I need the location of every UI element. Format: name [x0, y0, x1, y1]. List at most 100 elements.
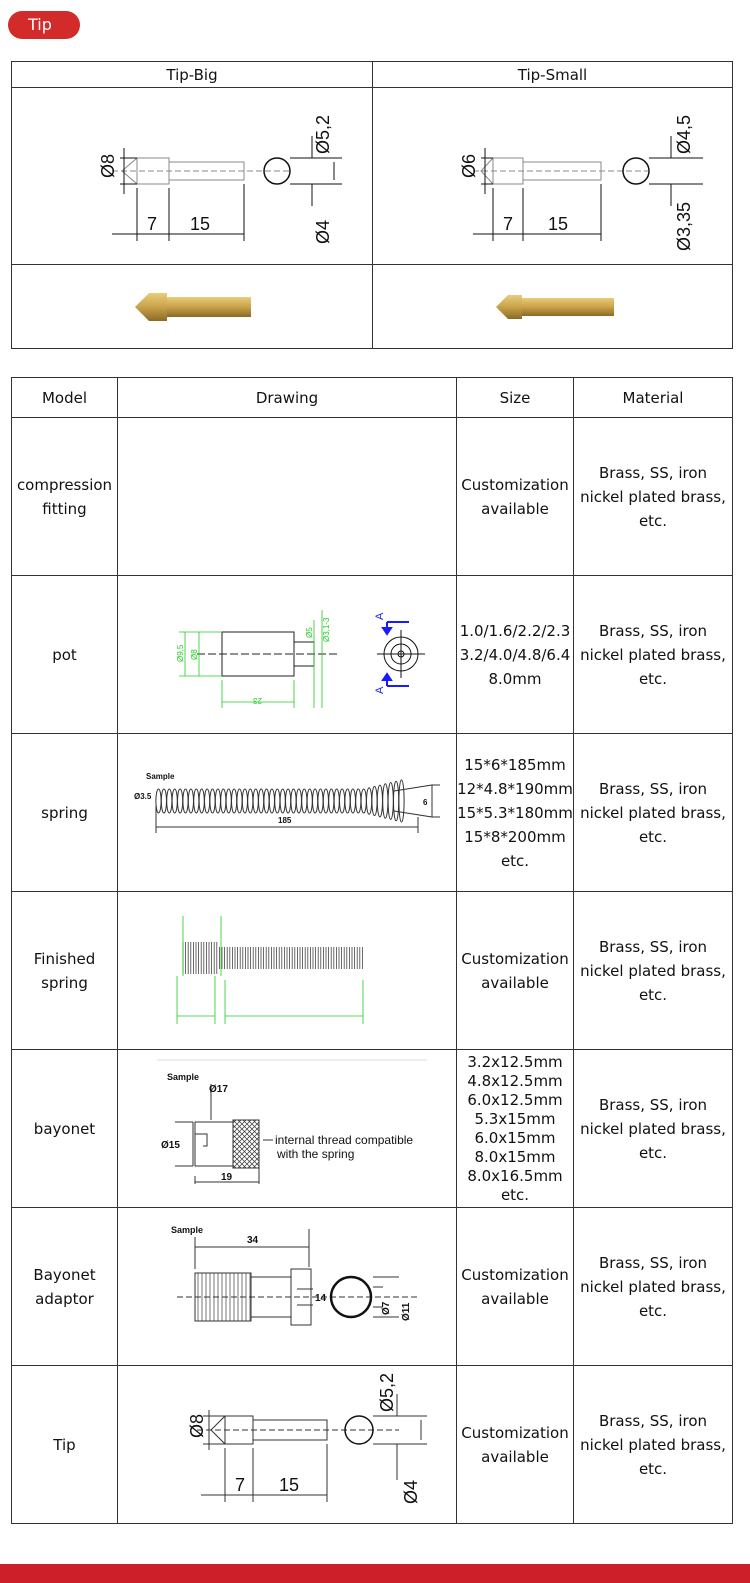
bayonet-note-1: internal thread compatible	[275, 1133, 413, 1147]
size-line: Customization	[461, 1265, 569, 1284]
size-line: 1.0/1.6/2.2/2.3	[459, 621, 571, 640]
size-line: 3.2x12.5mm	[467, 1052, 563, 1071]
size-line: 12*4.8*190mm	[457, 779, 573, 798]
spring-dim-len: 185	[278, 816, 292, 825]
tip-dim-len-a: 7	[235, 1475, 245, 1495]
model-cell: pot	[11, 575, 118, 734]
tip-small-drawing: Ø6 7 15 Ø4,5 Ø3,35	[372, 87, 733, 265]
table-row: pot Ø9,5 Ø8 Ø5	[11, 575, 733, 734]
size-cell: 1.0/1.6/2.2/2.3 3.2/4.0/4.8/6.4 8.0mm	[456, 575, 574, 734]
size-line: Customization	[461, 1423, 569, 1442]
material-cell: Brass, SS, iron nickel plated brass, etc…	[573, 733, 733, 892]
section-tag-tip: Tip	[8, 11, 80, 39]
size-line: 6.0x15mm	[474, 1128, 556, 1147]
material-line: nickel plated brass,	[580, 487, 726, 506]
table-row: compression fitting Customization availa…	[11, 417, 733, 576]
tip-dimensions-table: Tip-Big Tip-Small	[11, 61, 733, 349]
material-line: nickel plated brass,	[580, 1119, 726, 1138]
bayonet-dim-17: Ø17	[209, 1084, 228, 1095]
size-line: available	[481, 1289, 549, 1308]
spring-dim-big: 6	[423, 798, 428, 807]
column-header-tip-small: Tip-Small	[372, 61, 733, 88]
material-cell: Brass, SS, iron nickel plated brass, etc…	[573, 1207, 733, 1366]
dim-big-tip-dia: Ø4	[313, 220, 333, 244]
material-line: nickel plated brass,	[580, 1277, 726, 1296]
tip-dim-body: Ø8	[187, 1413, 207, 1437]
table-row: Finished spring Customization available …	[11, 891, 733, 1050]
size-line: available	[481, 1447, 549, 1466]
table-row: Tip Ø8 7 15	[11, 1365, 733, 1524]
size-cell: Customization available	[456, 1207, 574, 1366]
pot-dim-d2: Ø8	[190, 648, 199, 659]
model-cell: spring	[11, 733, 118, 892]
dim-big-len-a: 7	[147, 214, 157, 234]
dim-big-hole-dia: Ø5,2	[313, 115, 333, 154]
model-cell: compression fitting	[11, 417, 118, 576]
size-line: available	[481, 973, 549, 992]
material-cell: Brass, SS, iron nickel plated brass, etc…	[573, 417, 733, 576]
bayonet-drawing: Sample Ø17 Ø15	[117, 1049, 457, 1208]
material-line: nickel plated brass,	[580, 1435, 726, 1454]
dim-small-body-dia: Ø6	[459, 154, 479, 178]
column-header-tip-big: Tip-Big	[11, 61, 373, 88]
size-cell: 15*6*185mm 12*4.8*190mm 15*5.3*180mm 15*…	[456, 733, 574, 892]
material-line: etc.	[638, 1301, 668, 1320]
bayonet-dim-len: 19	[221, 1172, 233, 1183]
dim-small-tip-dia: Ø3,35	[674, 202, 694, 251]
tip-dim-len-b: 15	[279, 1475, 299, 1495]
pot-dim-d3: Ø5	[305, 626, 314, 637]
product-spec-table: Model Drawing Size Material compression …	[11, 377, 733, 1524]
tip-big-photo	[11, 264, 373, 349]
size-line: 3.2/4.0/4.8/6.4	[459, 645, 571, 664]
pot-dim-d4: Ø3,1-3	[322, 616, 331, 641]
material-line: Brass, SS, iron	[598, 1253, 708, 1272]
material-line: Brass, SS, iron	[598, 937, 708, 956]
table-row: bayonet Sample	[11, 1049, 733, 1208]
material-line: etc.	[638, 1143, 668, 1162]
model-cell: Tip	[11, 1365, 118, 1524]
material-line: Brass, SS, iron	[598, 1095, 708, 1114]
size-cell: Customization available	[456, 417, 574, 576]
size-cell: Customization available	[456, 891, 574, 1050]
model-cell: Bayonet adaptor	[11, 1207, 118, 1366]
size-line: 5.3x15mm	[474, 1109, 556, 1128]
size-line: 15*6*185mm	[464, 755, 566, 774]
size-line: etc.	[500, 1185, 530, 1204]
material-line: nickel plated brass,	[580, 803, 726, 822]
tip-dim-hole: Ø5,2	[377, 1372, 397, 1411]
spring-dim-small: Ø3.5	[134, 792, 152, 801]
size-line: Customization	[461, 475, 569, 494]
dim-small-len-b: 15	[548, 214, 568, 234]
tip-big-drawing: Ø8 7 15 Ø5,2 Ø4	[11, 87, 373, 265]
table-row: spring Sample Ø3.5 6 185 15*6*185mm 12*4…	[11, 733, 733, 892]
sample-label: Sample	[171, 1225, 203, 1235]
adaptor-dim-7: Ø7	[381, 1301, 392, 1315]
model-cell: Finished spring	[11, 891, 118, 1050]
material-line: etc.	[638, 827, 668, 846]
header-model: Model	[11, 377, 118, 418]
model-cell: bayonet	[11, 1049, 118, 1208]
size-cell: Customization available	[456, 1365, 574, 1524]
material-line: Brass, SS, iron	[598, 1411, 708, 1430]
finished-spring-drawing	[117, 891, 457, 1050]
dim-small-len-a: 7	[503, 214, 513, 234]
bayonet-note-2: with the spring	[276, 1147, 354, 1161]
drawing-cell-empty	[117, 417, 457, 576]
material-cell: Brass, SS, iron nickel plated brass, etc…	[573, 1365, 733, 1524]
size-line: 15*5.3*180mm	[457, 803, 573, 822]
size-line: etc.	[500, 851, 530, 870]
size-line: 15*8*200mm	[464, 827, 566, 846]
footer-accent-bar	[0, 1564, 750, 1583]
adaptor-dim-11: Ø11	[401, 1302, 412, 1321]
sample-label: Sample	[146, 772, 175, 781]
size-cell: 3.2x12.5mm 4.8x12.5mm 6.0x12.5mm 5.3x15m…	[456, 1049, 574, 1208]
material-line: Brass, SS, iron	[598, 621, 708, 640]
tip-dim-tip: Ø4	[401, 1479, 421, 1503]
section-label-bottom: A	[374, 686, 386, 694]
material-line: etc.	[638, 1459, 668, 1478]
adaptor-dim-len: 34	[247, 1235, 259, 1246]
tip-small-photo	[372, 264, 733, 349]
bayonet-adaptor-drawing: Sample	[117, 1207, 457, 1366]
material-line: nickel plated brass,	[580, 645, 726, 664]
pot-dim-len: 23	[253, 696, 262, 705]
